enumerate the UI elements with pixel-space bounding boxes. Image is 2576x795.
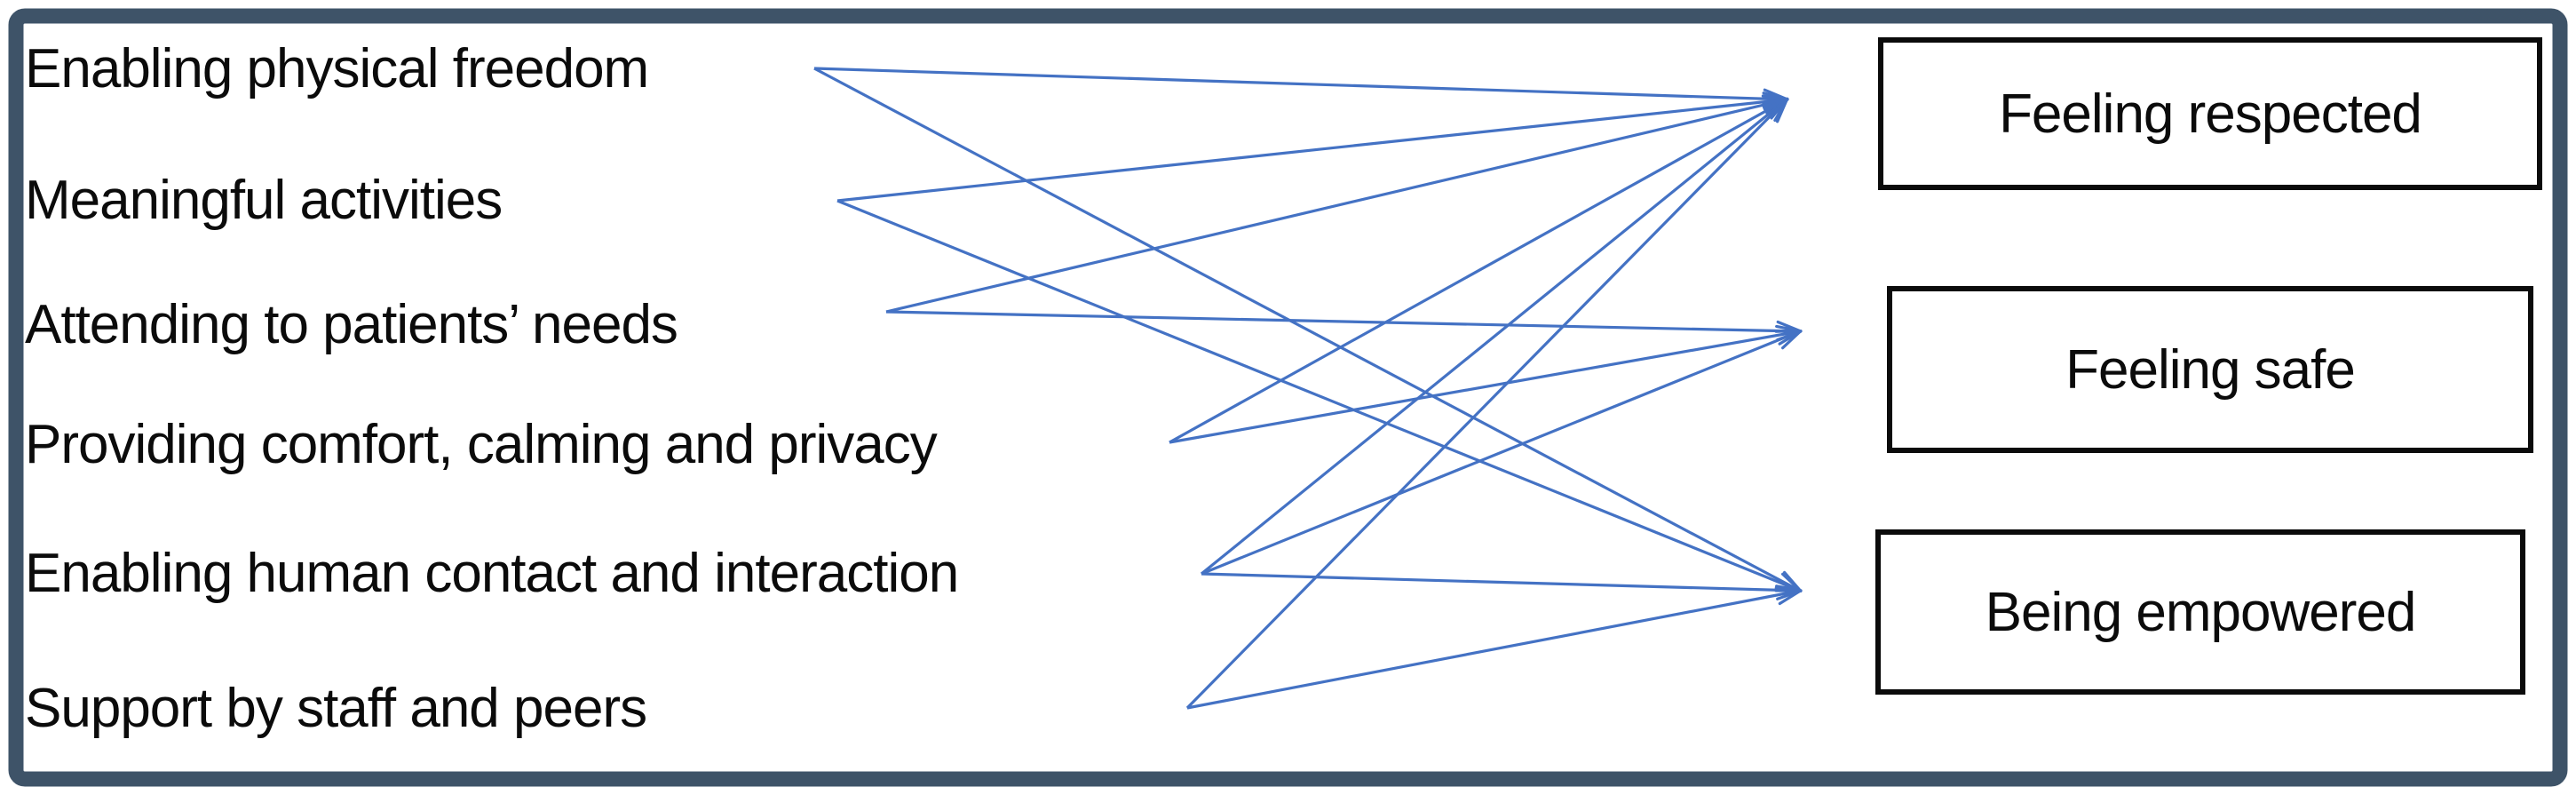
edge-support-staff-peers-to-being-empowered xyxy=(1186,584,1803,710)
edge-physical-freedom-to-being-empowered xyxy=(813,67,1803,593)
outcome-box-feeling-respected: Feeling respected xyxy=(1878,37,2542,190)
edge-comfort-privacy-to-feeling-safe xyxy=(1169,324,1803,444)
edge-attending-needs-to-feeling-safe xyxy=(885,310,1803,342)
outcome-box-label: Feeling safe xyxy=(2065,338,2356,401)
edge-human-contact-to-feeling-safe xyxy=(1201,330,1803,576)
edge-support-staff-peers-to-feeling-respected xyxy=(1185,97,1789,710)
left-item-comfort-privacy: Providing comfort, calming and privacy xyxy=(25,413,938,475)
edge-meaningful-activities-to-feeling-respected xyxy=(836,91,1789,203)
outcome-box-label: Being empowered xyxy=(1985,581,2417,643)
outcome-box-label: Feeling respected xyxy=(1999,83,2422,145)
edge-attending-needs-to-feeling-respected xyxy=(885,94,1789,314)
left-item-support-staff-peers: Support by staff and peers xyxy=(25,677,647,739)
edge-comfort-privacy-to-feeling-respected xyxy=(1169,97,1789,444)
edge-meaningful-activities-to-being-empowered xyxy=(836,199,1803,592)
edge-physical-freedom-to-feeling-respected xyxy=(813,67,1789,109)
edge-human-contact-to-being-empowered xyxy=(1201,572,1803,600)
outer-border xyxy=(8,8,2568,787)
left-item-physical-freedom: Enabling physical freedom xyxy=(25,37,649,99)
outcome-box-feeling-safe: Feeling safe xyxy=(1887,286,2533,453)
edge-human-contact-to-feeling-respected xyxy=(1200,97,1789,576)
outcome-box-being-empowered: Being empowered xyxy=(1875,529,2525,695)
left-item-attending-needs: Attending to patients’ needs xyxy=(25,293,678,355)
left-item-human-contact: Enabling human contact and interaction xyxy=(25,542,959,604)
edge-group xyxy=(813,67,1803,710)
left-item-meaningful-activities: Meaningful activities xyxy=(25,169,503,231)
